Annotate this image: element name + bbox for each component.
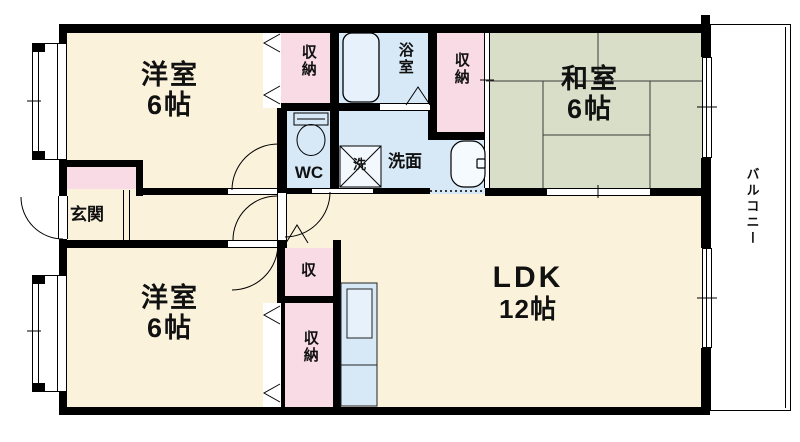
- wall-closet-wc-divider: [277, 103, 333, 111]
- wall-washroom-bottom-a: [285, 188, 312, 194]
- wall-entrance-top: [59, 160, 143, 167]
- label-entrance: 玄関: [70, 205, 104, 224]
- washroom-door-opening: [312, 188, 373, 194]
- label-japanese-name: 和室: [561, 64, 619, 94]
- wall-corridor-bottom-stub: [277, 240, 287, 248]
- wall-corridor-bottom: [59, 240, 228, 248]
- label-ldk-size: 12帖: [499, 293, 557, 324]
- window-japanese-frame: [706, 58, 707, 157]
- wall-washroom-bottom-b: [373, 188, 430, 194]
- hall-door-jamb: [277, 193, 287, 240]
- wall-right-3: [701, 348, 710, 407]
- label-western2-name: 洋室: [141, 283, 199, 313]
- wall-corridor-top: [143, 188, 228, 195]
- window-japanese: [702, 57, 712, 158]
- balcony-deck: [710, 24, 791, 411]
- wall-bath-bottom: [339, 103, 381, 111]
- japanese-left-track: [484, 33, 490, 188]
- wall-closet-column-right: [333, 240, 341, 407]
- label-washer: 洗: [353, 157, 367, 172]
- label-japanese: 和室 6帖: [500, 64, 680, 124]
- wall-bottom: [59, 407, 710, 415]
- japanese-bottom-track: [547, 188, 650, 196]
- wall-entrance-step: [136, 160, 143, 196]
- window-western2-frame: [38, 284, 39, 383]
- label-western1-size: 6帖: [146, 90, 194, 121]
- label-closet-top: 収納: [299, 44, 317, 78]
- window-western1-cap-bottom: [32, 151, 45, 160]
- wall-japanese-bottom-a: [485, 188, 547, 196]
- wall-top: [59, 24, 710, 33]
- closet-right-floor: [437, 33, 485, 132]
- window-western1-cap-top: [32, 43, 45, 52]
- label-western2: 洋室 6帖: [90, 283, 250, 343]
- closet-top-door-strip: [263, 33, 281, 108]
- wall-right-1: [701, 15, 710, 57]
- wall-left-4: [59, 392, 67, 407]
- closet-small-floor: [285, 248, 333, 296]
- closet-top-floor: [281, 33, 333, 108]
- window-ldk: [702, 248, 712, 348]
- closet-bottom-floor: [285, 303, 333, 407]
- label-western2-size: 6帖: [146, 313, 194, 344]
- label-bath: 浴室: [396, 42, 414, 76]
- label-closet-bottom: 収納: [301, 330, 319, 364]
- label-balcony: バルコニー: [744, 167, 760, 247]
- window-ldk-frame: [706, 249, 707, 347]
- wall-column-bath-divider: [330, 24, 339, 194]
- wall-closet-column-left: [277, 248, 285, 407]
- label-western1-name: 洋室: [141, 60, 199, 90]
- label-closet-right: 収納: [452, 52, 470, 86]
- label-closet-small: 収: [301, 262, 317, 279]
- entrance-door-opening: [58, 196, 68, 239]
- label-ldk: LDK 12帖: [448, 261, 608, 324]
- western1-door-opening: [228, 188, 277, 195]
- window-western1: [32, 43, 67, 160]
- balcony-rail-line: [785, 27, 786, 408]
- wall-right-2: [701, 158, 710, 248]
- western2-door-opening: [228, 240, 277, 248]
- wall-left-3: [59, 239, 67, 275]
- closet-small-doorway-floor: [287, 240, 333, 248]
- window-western2-cap-bottom: [32, 383, 45, 392]
- window-western2-frame2: [57, 276, 58, 391]
- wall-left-1: [59, 24, 67, 43]
- label-japanese-size: 6帖: [566, 94, 614, 125]
- wall-wc-left: [277, 108, 287, 193]
- wall-closet-right-bottom: [428, 132, 487, 140]
- label-ldk-name: LDK: [492, 261, 564, 294]
- label-washroom: 洗面: [388, 152, 422, 171]
- wall-bath-right: [428, 24, 437, 140]
- entrance-step-line: [123, 190, 130, 240]
- bath-floor: [339, 33, 428, 111]
- closet-bottom-door-strip: [263, 303, 281, 407]
- wall-closet-small-divider: [285, 296, 333, 303]
- label-wc: WC: [294, 163, 324, 182]
- room-japanese-floor: [486, 33, 702, 188]
- window-western1-frame2: [57, 44, 58, 159]
- bath-door-opening: [380, 103, 430, 111]
- window-western2: [32, 275, 67, 392]
- wall-left-2: [59, 160, 67, 196]
- window-western1-frame: [38, 52, 39, 151]
- window-western2-cap-top: [32, 275, 45, 284]
- shoe-cabinet: [67, 167, 137, 189]
- label-western1: 洋室 6帖: [90, 60, 250, 120]
- entrance-door-arc: [20, 196, 64, 240]
- wall-japanese-bottom-b: [650, 188, 702, 196]
